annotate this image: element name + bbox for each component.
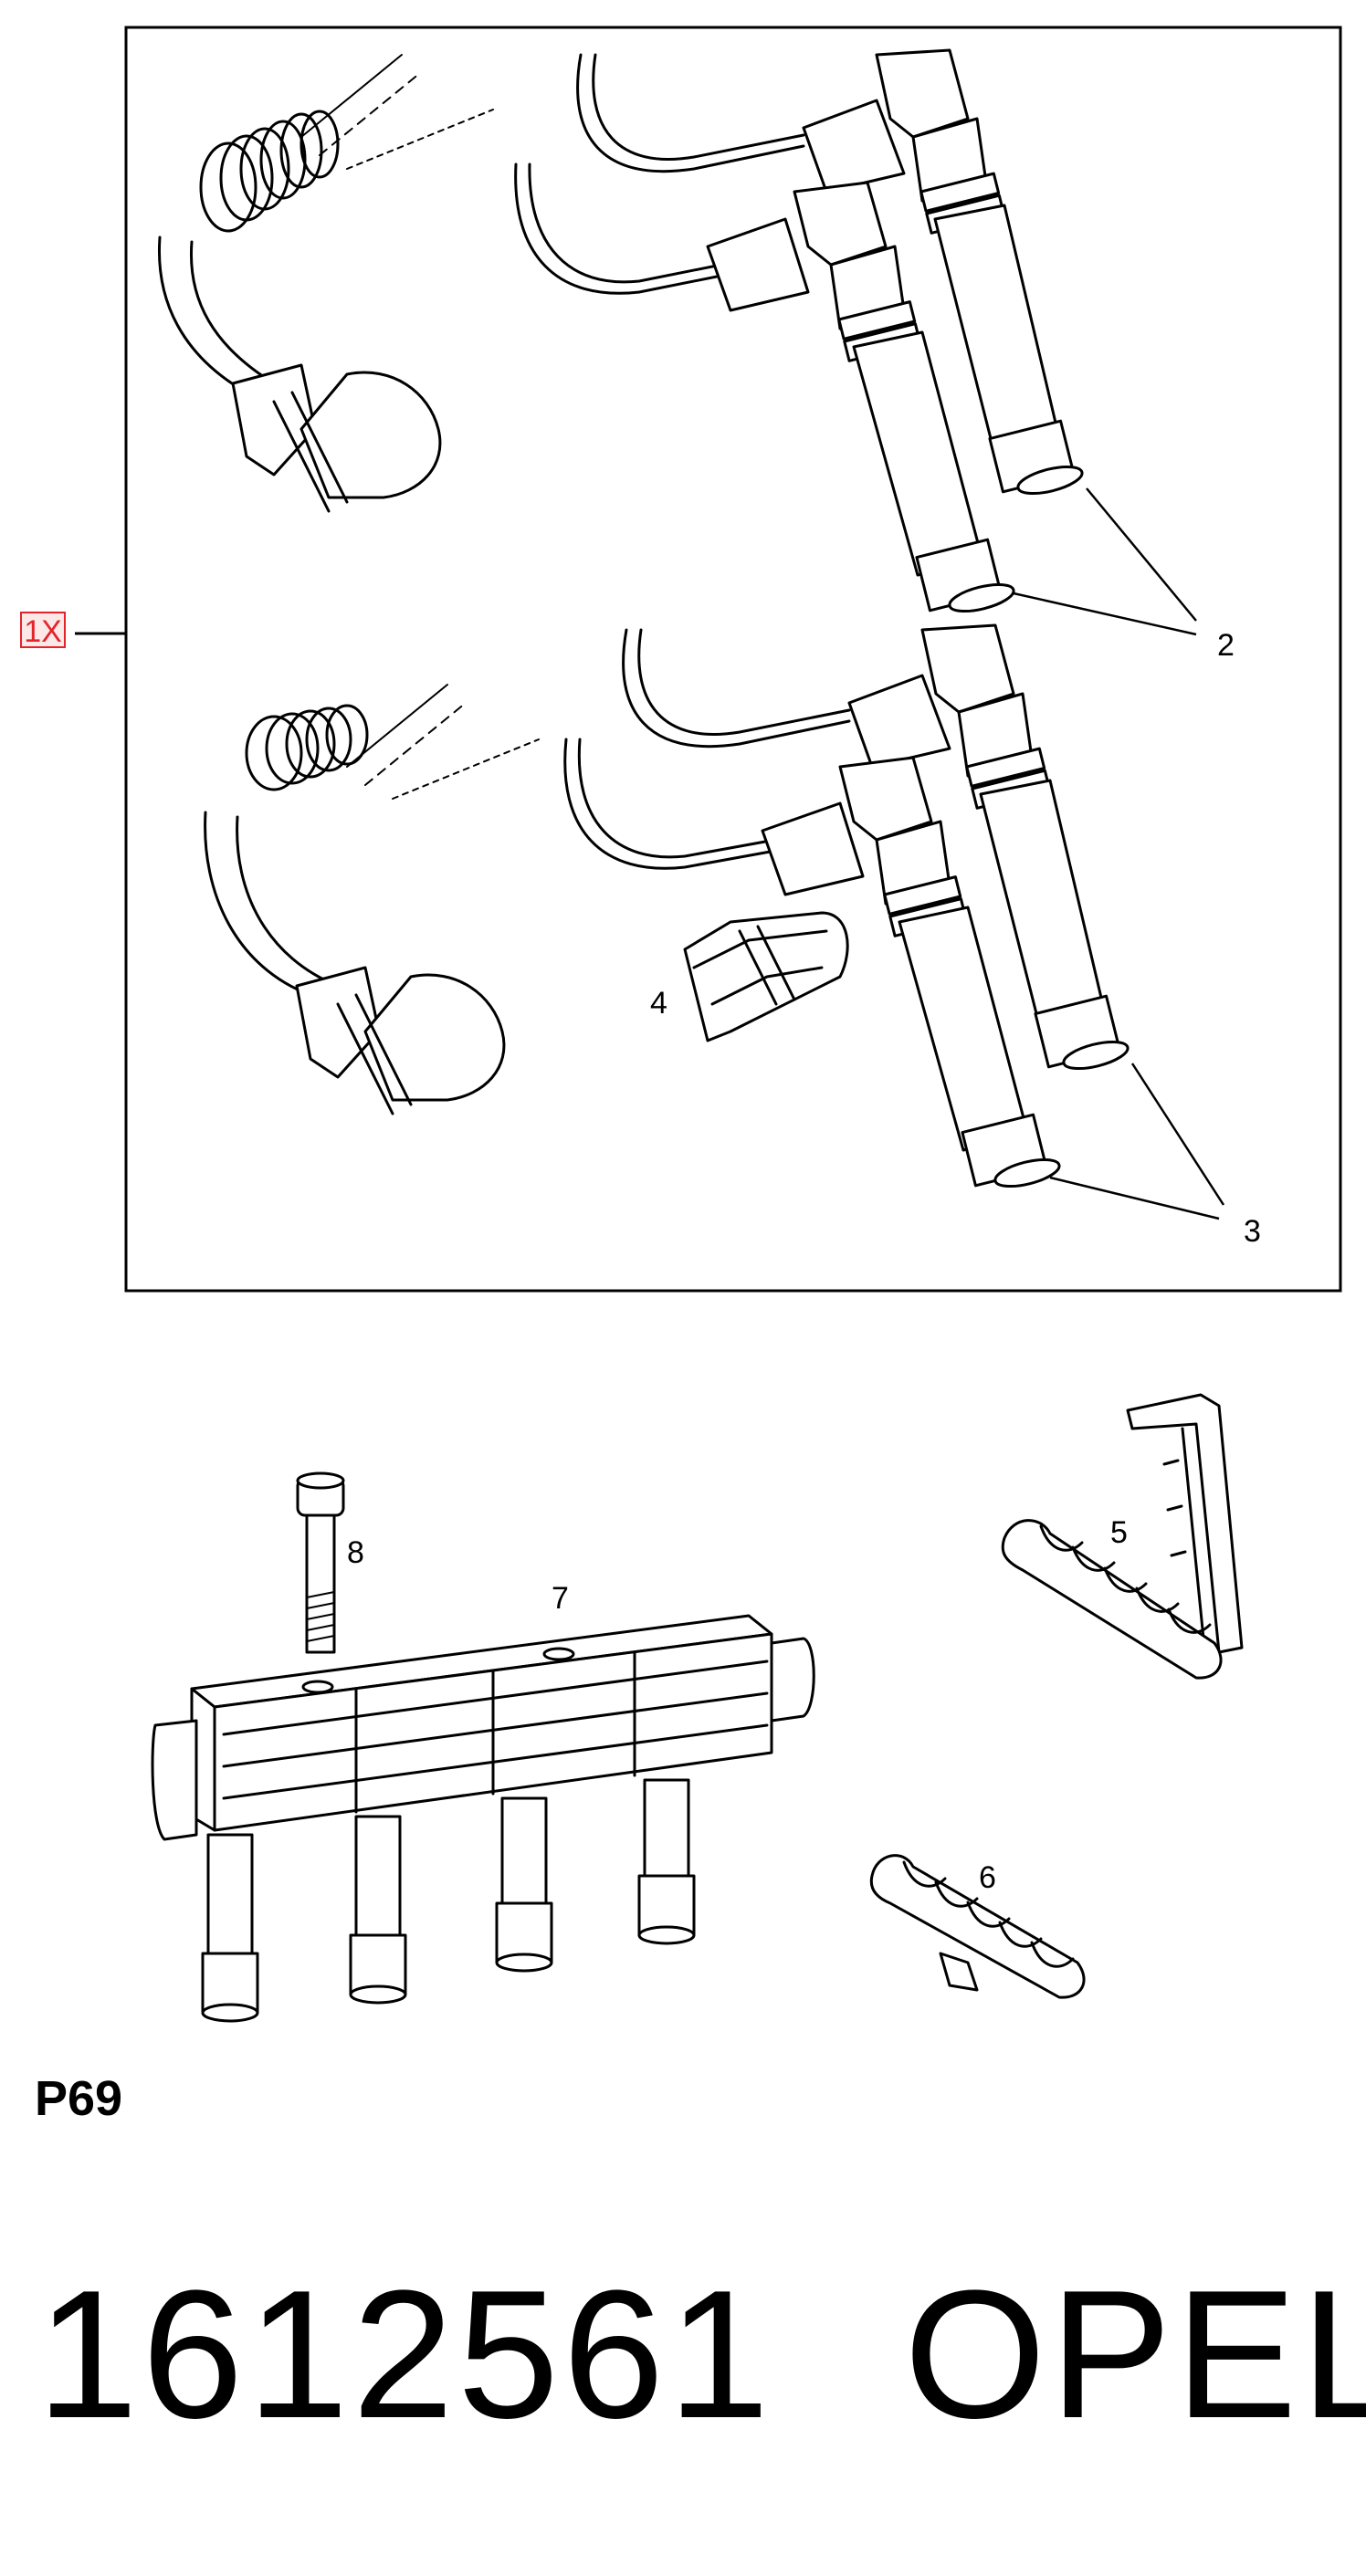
wire-clip-4 bbox=[683, 911, 849, 1042]
coil-tower-3 bbox=[495, 1796, 553, 1973]
leader-line-3b bbox=[1130, 1063, 1225, 1206]
coiled-lead-lower bbox=[204, 684, 540, 1115]
coiled-lead-upper bbox=[157, 54, 494, 513]
bolt-8 bbox=[296, 1471, 345, 1654]
plug-boot-upper-rear bbox=[802, 48, 1084, 496]
callout-3: 3 bbox=[1244, 1214, 1261, 1249]
coil-tower-4 bbox=[637, 1778, 696, 1945]
wire-set-lower bbox=[204, 623, 1130, 1189]
callout-5: 5 bbox=[1110, 1515, 1128, 1550]
part-number: 1612561 bbox=[37, 2253, 773, 2456]
leader-line-2a bbox=[1013, 592, 1197, 636]
plug-boot-lower-front bbox=[761, 756, 1061, 1189]
ignition-coil-7 bbox=[151, 1614, 815, 2023]
wire-holder-6 bbox=[869, 1854, 1086, 1999]
coil-tower-2 bbox=[349, 1815, 407, 2005]
kit-frame bbox=[124, 26, 1342, 1293]
plug-boot-lower-rear bbox=[847, 623, 1130, 1071]
leader-line-3a bbox=[1049, 1176, 1220, 1220]
quantity-tag: 1X bbox=[20, 612, 66, 649]
plug-leads-upper bbox=[514, 53, 805, 295]
coil-tower-1 bbox=[201, 1833, 259, 2023]
plug-leads-lower bbox=[563, 628, 851, 870]
leader-line-2b bbox=[1086, 487, 1197, 622]
wire-set-upper: 2 bbox=[157, 48, 1235, 663]
callout-8: 8 bbox=[347, 1535, 364, 1570]
callout-4: 4 bbox=[650, 986, 667, 1021]
callout-7: 7 bbox=[552, 1581, 569, 1616]
page-code: P69 bbox=[35, 2071, 123, 2126]
plug-boot-upper-front bbox=[706, 181, 1015, 613]
brand-name: OPEL bbox=[904, 2253, 1366, 2456]
callout-6: 6 bbox=[979, 1860, 996, 1895]
callout-2: 2 bbox=[1217, 628, 1235, 663]
wire-holder-5 bbox=[1001, 1393, 1244, 1680]
